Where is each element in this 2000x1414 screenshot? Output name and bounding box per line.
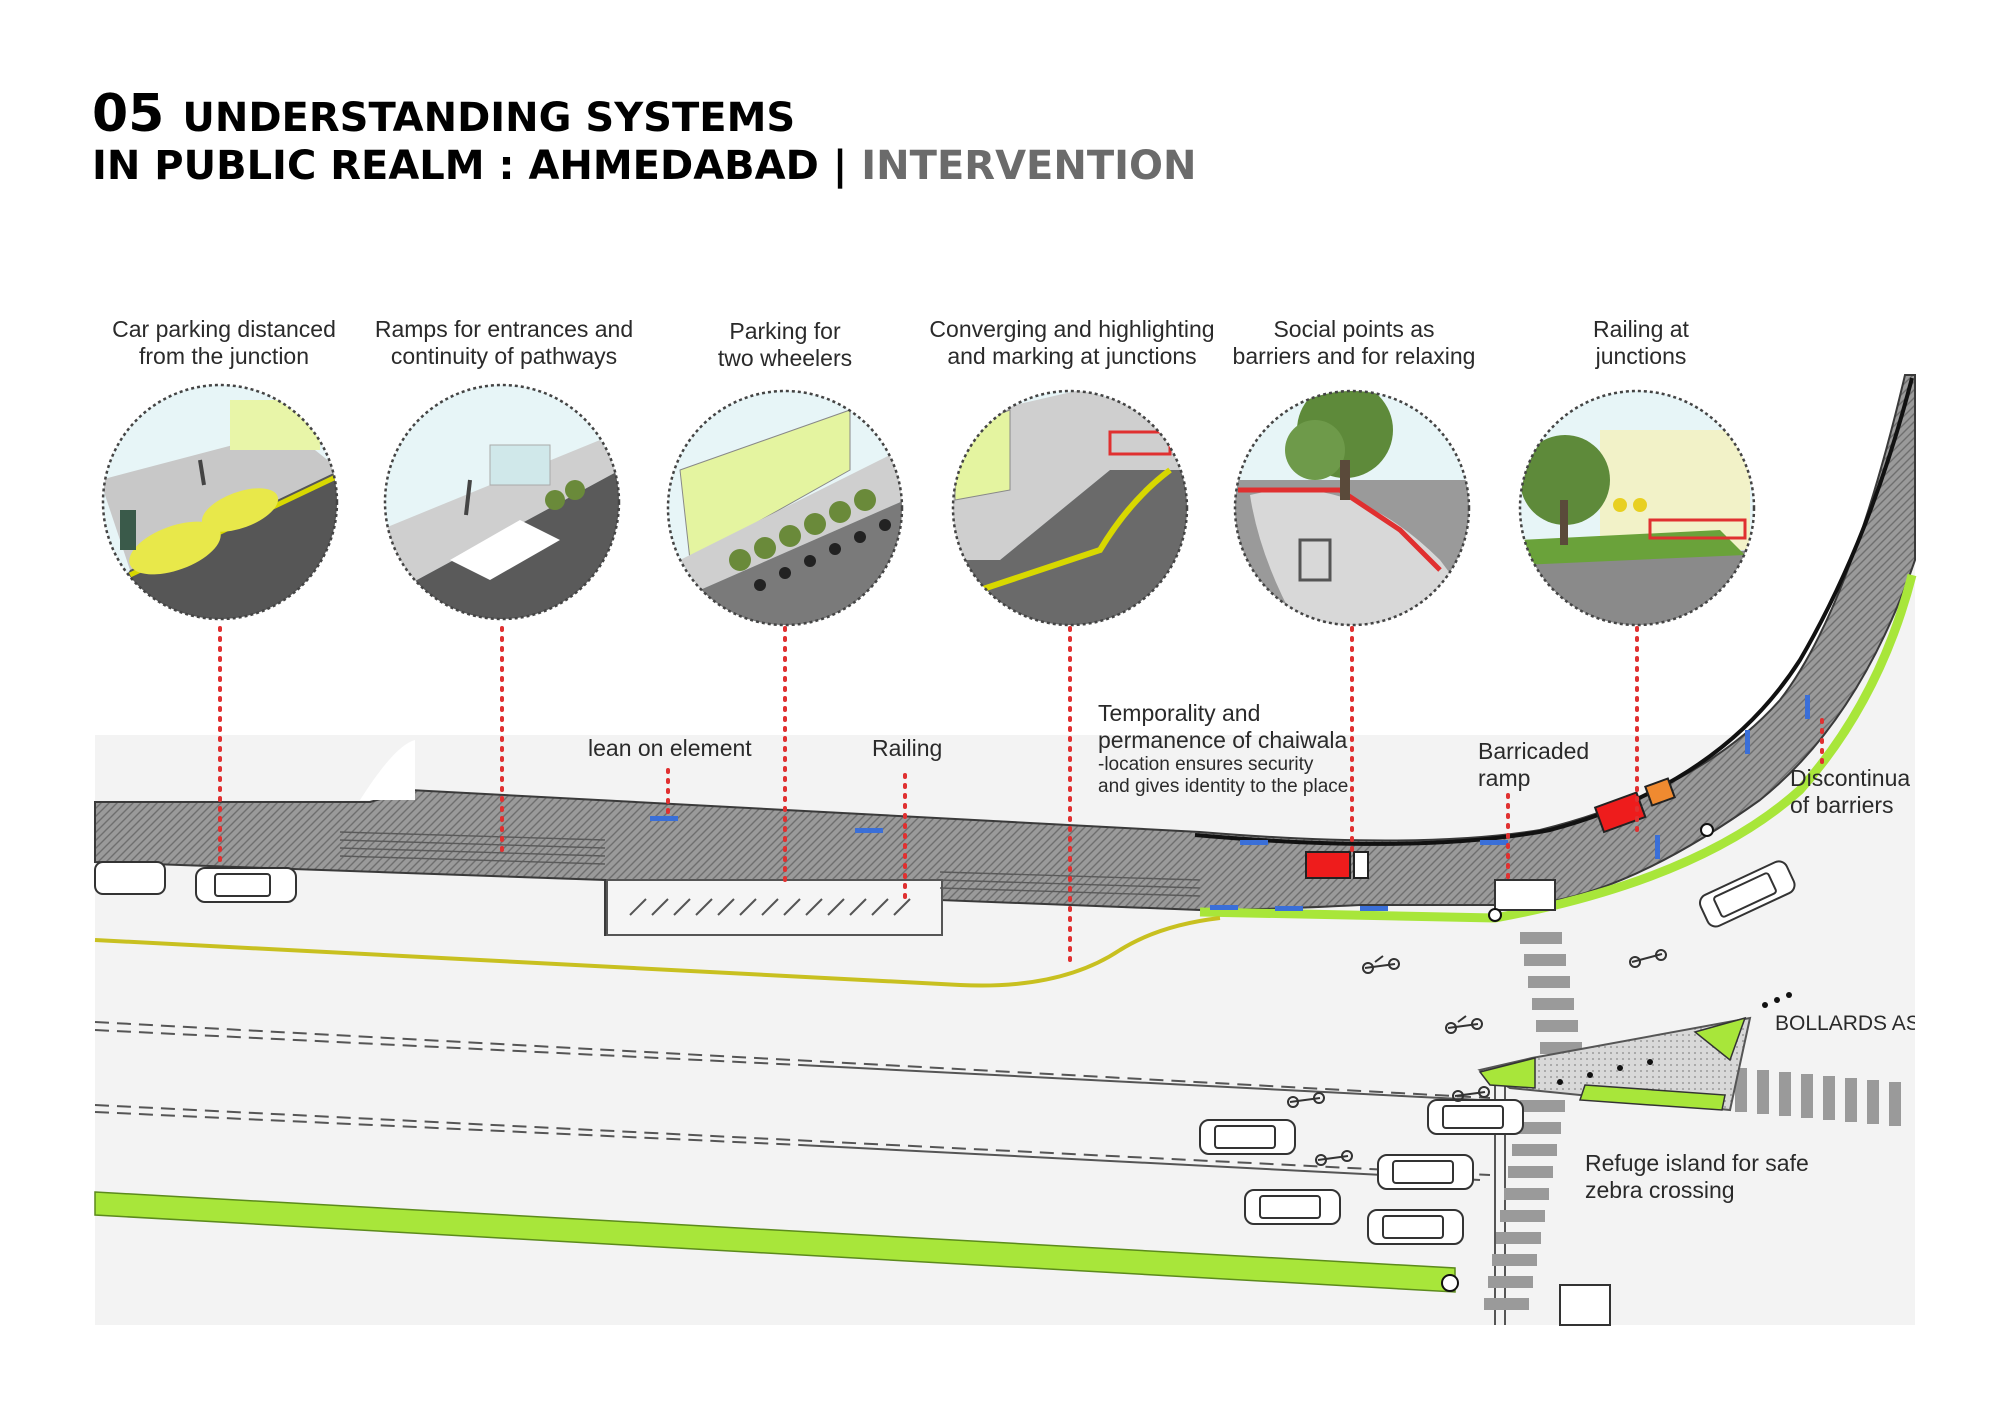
vignette-4-border xyxy=(951,389,1189,627)
drain-marker-1 xyxy=(1488,908,1502,922)
callout-3-line-2: two wheelers xyxy=(717,345,853,371)
zebra-crossing-vertical-bottom xyxy=(1484,1100,1565,1310)
vignette-junction-marking xyxy=(953,391,1187,625)
refuge-line-2: zebra crossing xyxy=(1585,1177,1735,1203)
zebra-crossing-vertical-top xyxy=(1520,932,1582,1054)
callout-car-parking: Car parking distanced from the junction xyxy=(112,316,336,370)
callout-6-line-2: junctions xyxy=(1595,343,1687,369)
chaiwala-line-4: and gives identity to the place xyxy=(1098,776,1349,797)
lane-markings xyxy=(94,1021,1506,1325)
callout-5-line-1: Social points as xyxy=(1273,316,1435,342)
label-chaiwala: Temporality and permanence of chaiwala -… xyxy=(1098,700,1348,798)
vignette-railing xyxy=(1520,391,1754,625)
pavement-outer-curve xyxy=(1194,377,1914,846)
title-line-1: UNDERSTANDING SYSTEMS xyxy=(182,95,796,141)
red-kiosk xyxy=(1593,791,1647,834)
vignette-two-wheelers xyxy=(668,391,902,625)
callout-two-wheelers: Parking for two wheelers xyxy=(718,318,852,372)
callout-3-line-1: Parking for xyxy=(729,318,841,344)
label-discontinuation: Discontinuat of barriers xyxy=(1790,765,1910,819)
ramp-line-1: Barricaded xyxy=(1478,738,1590,764)
vignette-5-border xyxy=(1233,389,1471,627)
building-notch xyxy=(360,740,415,800)
drain-marker-2 xyxy=(1700,823,1714,837)
callout-railing: Railing at junctions xyxy=(1593,316,1689,370)
refuge-green-bottom xyxy=(1578,1084,1726,1111)
title-accent: INTERVENTION xyxy=(861,143,1197,189)
chaiwala-line-2: permanence of chaiwala xyxy=(1098,727,1348,753)
callout-1-line-2: from the junction xyxy=(138,343,310,369)
title-line-2: IN PUBLIC REALM : AHMEDABAD | INTERVENTI… xyxy=(92,146,1196,186)
label-railing: Railing xyxy=(872,735,943,761)
chaiwala-stall xyxy=(1305,851,1351,879)
label-bollards: BOLLARDS AS xyxy=(1775,1012,1915,1035)
ramp-steps xyxy=(339,831,1201,897)
disc-line-2: of barriers xyxy=(1790,792,1894,818)
vignette-ramps xyxy=(385,385,619,619)
chaiwala-line-1: Temporality and xyxy=(1098,700,1261,726)
bollards xyxy=(1557,992,1792,1085)
orange-kiosk xyxy=(1644,777,1676,807)
vignette-1-border xyxy=(101,383,339,621)
vignette-2-border xyxy=(383,383,621,621)
barricaded-ramp-box xyxy=(1494,879,1556,911)
section-number: 05 xyxy=(92,84,165,144)
callout-6-line-1: Railing at xyxy=(1593,316,1689,342)
cycle-bay xyxy=(606,879,943,936)
yellow-lane-line xyxy=(94,916,1221,988)
chaiwala-counter xyxy=(1353,851,1369,879)
vignette-6-border xyxy=(1518,389,1756,627)
green-edge-strip xyxy=(1199,573,1917,923)
cyclists xyxy=(1287,949,1667,1166)
callout-2-line-2: continuity of pathways xyxy=(390,343,618,369)
callout-1-line-1: Car parking distanced xyxy=(112,316,336,342)
zebra-crossing-horizontal xyxy=(1735,1068,1901,1126)
disc-line-1: Discontinuat xyxy=(1790,765,1910,791)
drain-marker-3 xyxy=(1441,1274,1459,1292)
callout-2-line-1: Ramps for entrances and xyxy=(374,316,634,342)
callout-junction-marking: Converging and highlighting and marking … xyxy=(929,316,1214,370)
green-median-strip xyxy=(94,1191,1456,1293)
vignette-3-border xyxy=(666,389,904,627)
title-line-2-main: IN PUBLIC REALM : AHMEDABAD | xyxy=(92,143,848,189)
blue-markers xyxy=(650,695,1810,911)
callout-5-line-2: barriers and for relaxing xyxy=(1232,343,1476,369)
vignette-social-points xyxy=(1235,391,1469,625)
leader-lines xyxy=(218,626,1824,962)
chaiwala-line-3: -location ensures security xyxy=(1098,754,1314,775)
cycle-rack xyxy=(629,898,911,916)
ramp-line-2: ramp xyxy=(1478,765,1531,791)
refuge-green-left xyxy=(1478,1057,1536,1089)
label-barricaded-ramp: Barricaded ramp xyxy=(1478,738,1589,792)
refuge-line-1: Refuge island for safe xyxy=(1585,1150,1809,1176)
refuge-green-right xyxy=(1693,1016,1747,1062)
parked-cars xyxy=(94,860,1796,1326)
label-refuge-island: Refuge island for safe zebra crossing xyxy=(1585,1150,1809,1204)
callout-ramps: Ramps for entrances and continuity of pa… xyxy=(375,316,633,370)
callout-4-line-2: and marking at junctions xyxy=(947,343,1197,369)
label-lean-on-element: lean on element xyxy=(588,735,752,761)
callout-4-line-1: Converging and highlighting xyxy=(929,316,1215,342)
right-road-area xyxy=(1700,540,1915,1325)
callout-social-points: Social points as barriers and for relaxi… xyxy=(1233,316,1476,370)
